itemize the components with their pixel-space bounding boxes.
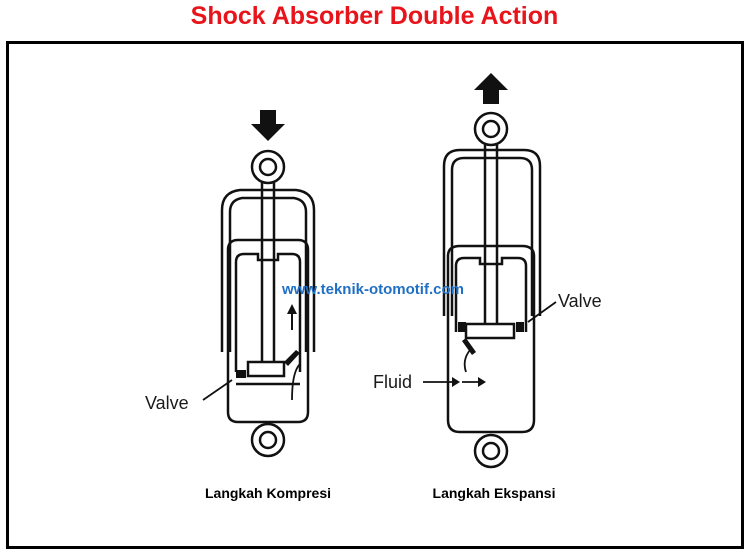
top-mounting-eye [473, 111, 509, 147]
arrow-up-icon [474, 73, 508, 104]
piston [464, 322, 516, 340]
expansion-valve-label: Valve [558, 291, 602, 311]
dust-cover [220, 188, 316, 352]
bottom-mounting-eye [473, 433, 509, 469]
fluid-label: Fluid [373, 372, 412, 392]
diagram-frame [6, 41, 744, 549]
arrow-down-icon [251, 110, 285, 141]
expansion-shock-absorber [423, 73, 557, 469]
top-mounting-eye [250, 149, 286, 185]
compression-shock-absorber [202, 110, 316, 458]
outer-cylinder [226, 238, 310, 424]
bottom-mounting-eye [250, 422, 286, 458]
compression-valve-label: Valve [145, 393, 189, 413]
watermark: www.teknik-otomotif.com [281, 281, 464, 298]
expansion-caption: Langkah Ekspansi [433, 485, 556, 501]
inner-cylinder [454, 256, 528, 332]
inner-cylinder [234, 252, 302, 372]
compression-caption: Langkah Kompresi [205, 485, 331, 501]
dust-cover [442, 148, 542, 316]
outer-cylinder [446, 244, 536, 434]
piston [246, 360, 286, 378]
page-title: Shock Absorber Double Action [190, 2, 559, 30]
